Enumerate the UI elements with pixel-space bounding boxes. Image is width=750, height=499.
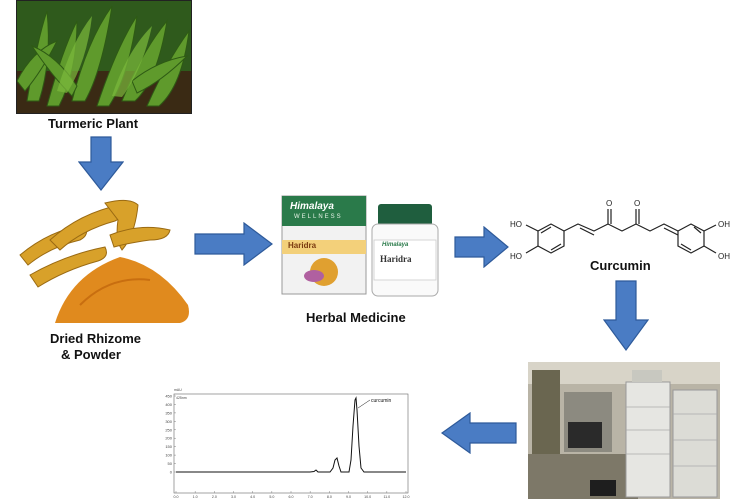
x-tick-label: 11.0 <box>383 495 390 499</box>
arrow-down-2 <box>603 280 649 352</box>
chromatogram-y-unit: mAU <box>174 388 182 392</box>
x-tick-label: 3.0 <box>231 495 236 499</box>
oh-label-2: HO <box>510 252 522 261</box>
x-tick-label: 10.0 <box>364 495 371 499</box>
x-tick-label: 6.0 <box>289 495 294 499</box>
y-tick-label: 150 <box>165 444 172 449</box>
oh-label-3: OH <box>718 220 730 229</box>
box-brand: Himalaya <box>290 201 334 212</box>
chromatogram-y-ticks: 0 50 100 150 200 250 300 350 400 450 <box>165 394 176 475</box>
turmeric-plant-label: Turmeric Plant <box>48 116 139 131</box>
y-tick-label: 100 <box>165 453 172 458</box>
herbal-medicine-label: Herbal Medicine <box>306 310 406 325</box>
box-product-name: Haridra <box>288 241 317 250</box>
y-tick-label: 450 <box>165 394 172 399</box>
y-tick-label: 0 <box>170 470 173 475</box>
box-brand-sub: WELLNESS <box>294 214 343 220</box>
x-tick-label: 0.0 <box>174 495 179 499</box>
x-tick-label: 8.0 <box>327 495 332 499</box>
y-tick-label: 300 <box>165 419 172 424</box>
y-tick-label: 350 <box>165 410 172 415</box>
oh-label-4: OH <box>718 252 730 261</box>
x-tick-label: 4.0 <box>250 495 255 499</box>
o-label-2: O <box>634 199 640 208</box>
x-tick-label: 5.0 <box>269 495 274 499</box>
arrow-right-2 <box>454 226 509 268</box>
peak-label: curcumin <box>371 398 392 404</box>
x-tick-label: 1.0 <box>193 495 198 499</box>
chromatogram-x-ticks: 0.0 1.0 2.0 3.0 4.0 5.0 6.0 7.0 8.0 9.0 10.0 11.0 12… <box>174 491 410 499</box>
arrow-right-1 <box>194 222 273 266</box>
curcumin-structure: HO HO OH OH O O <box>510 199 730 261</box>
turmeric-plant-photo <box>16 0 192 114</box>
y-tick-label: 400 <box>165 402 172 407</box>
o-label-1: O <box>606 199 612 208</box>
x-tick-label: 7.0 <box>308 495 313 499</box>
curcumin-label: Curcumin <box>590 258 651 273</box>
bottle-brand: Himalaya <box>382 242 409 248</box>
peak-pointer <box>357 399 371 409</box>
oh-label-1: HO <box>510 220 522 229</box>
x-tick-label: 12.0 <box>403 495 410 499</box>
hplc-chromatogram: mAU 425nm 0 50 100 150 200 250 300 350 400 450 0.… <box>165 388 410 499</box>
y-tick-label: 50 <box>168 461 173 466</box>
bottle-product-name: Haridra <box>380 254 412 264</box>
dried-rhizome-powder-image <box>19 199 189 323</box>
arrow-left <box>440 412 517 454</box>
y-tick-label: 250 <box>165 427 172 432</box>
y-tick-label: 200 <box>165 436 172 441</box>
dried-rhizome-label-line1: Dried Rhizome <box>50 331 142 346</box>
chromatogram-wavelength: 425nm <box>176 396 187 400</box>
x-tick-label: 9.0 <box>346 495 351 499</box>
x-tick-label: 2.0 <box>212 495 217 499</box>
dried-rhizome-label-line2: & Powder <box>61 347 121 362</box>
chromatogram-trace <box>176 396 406 473</box>
hplc-instrument-photo <box>528 362 720 499</box>
herbal-medicine-product: Himalaya WELLNESS Haridra Himalaya Harid… <box>280 190 445 300</box>
arrow-down-1 <box>78 136 124 191</box>
